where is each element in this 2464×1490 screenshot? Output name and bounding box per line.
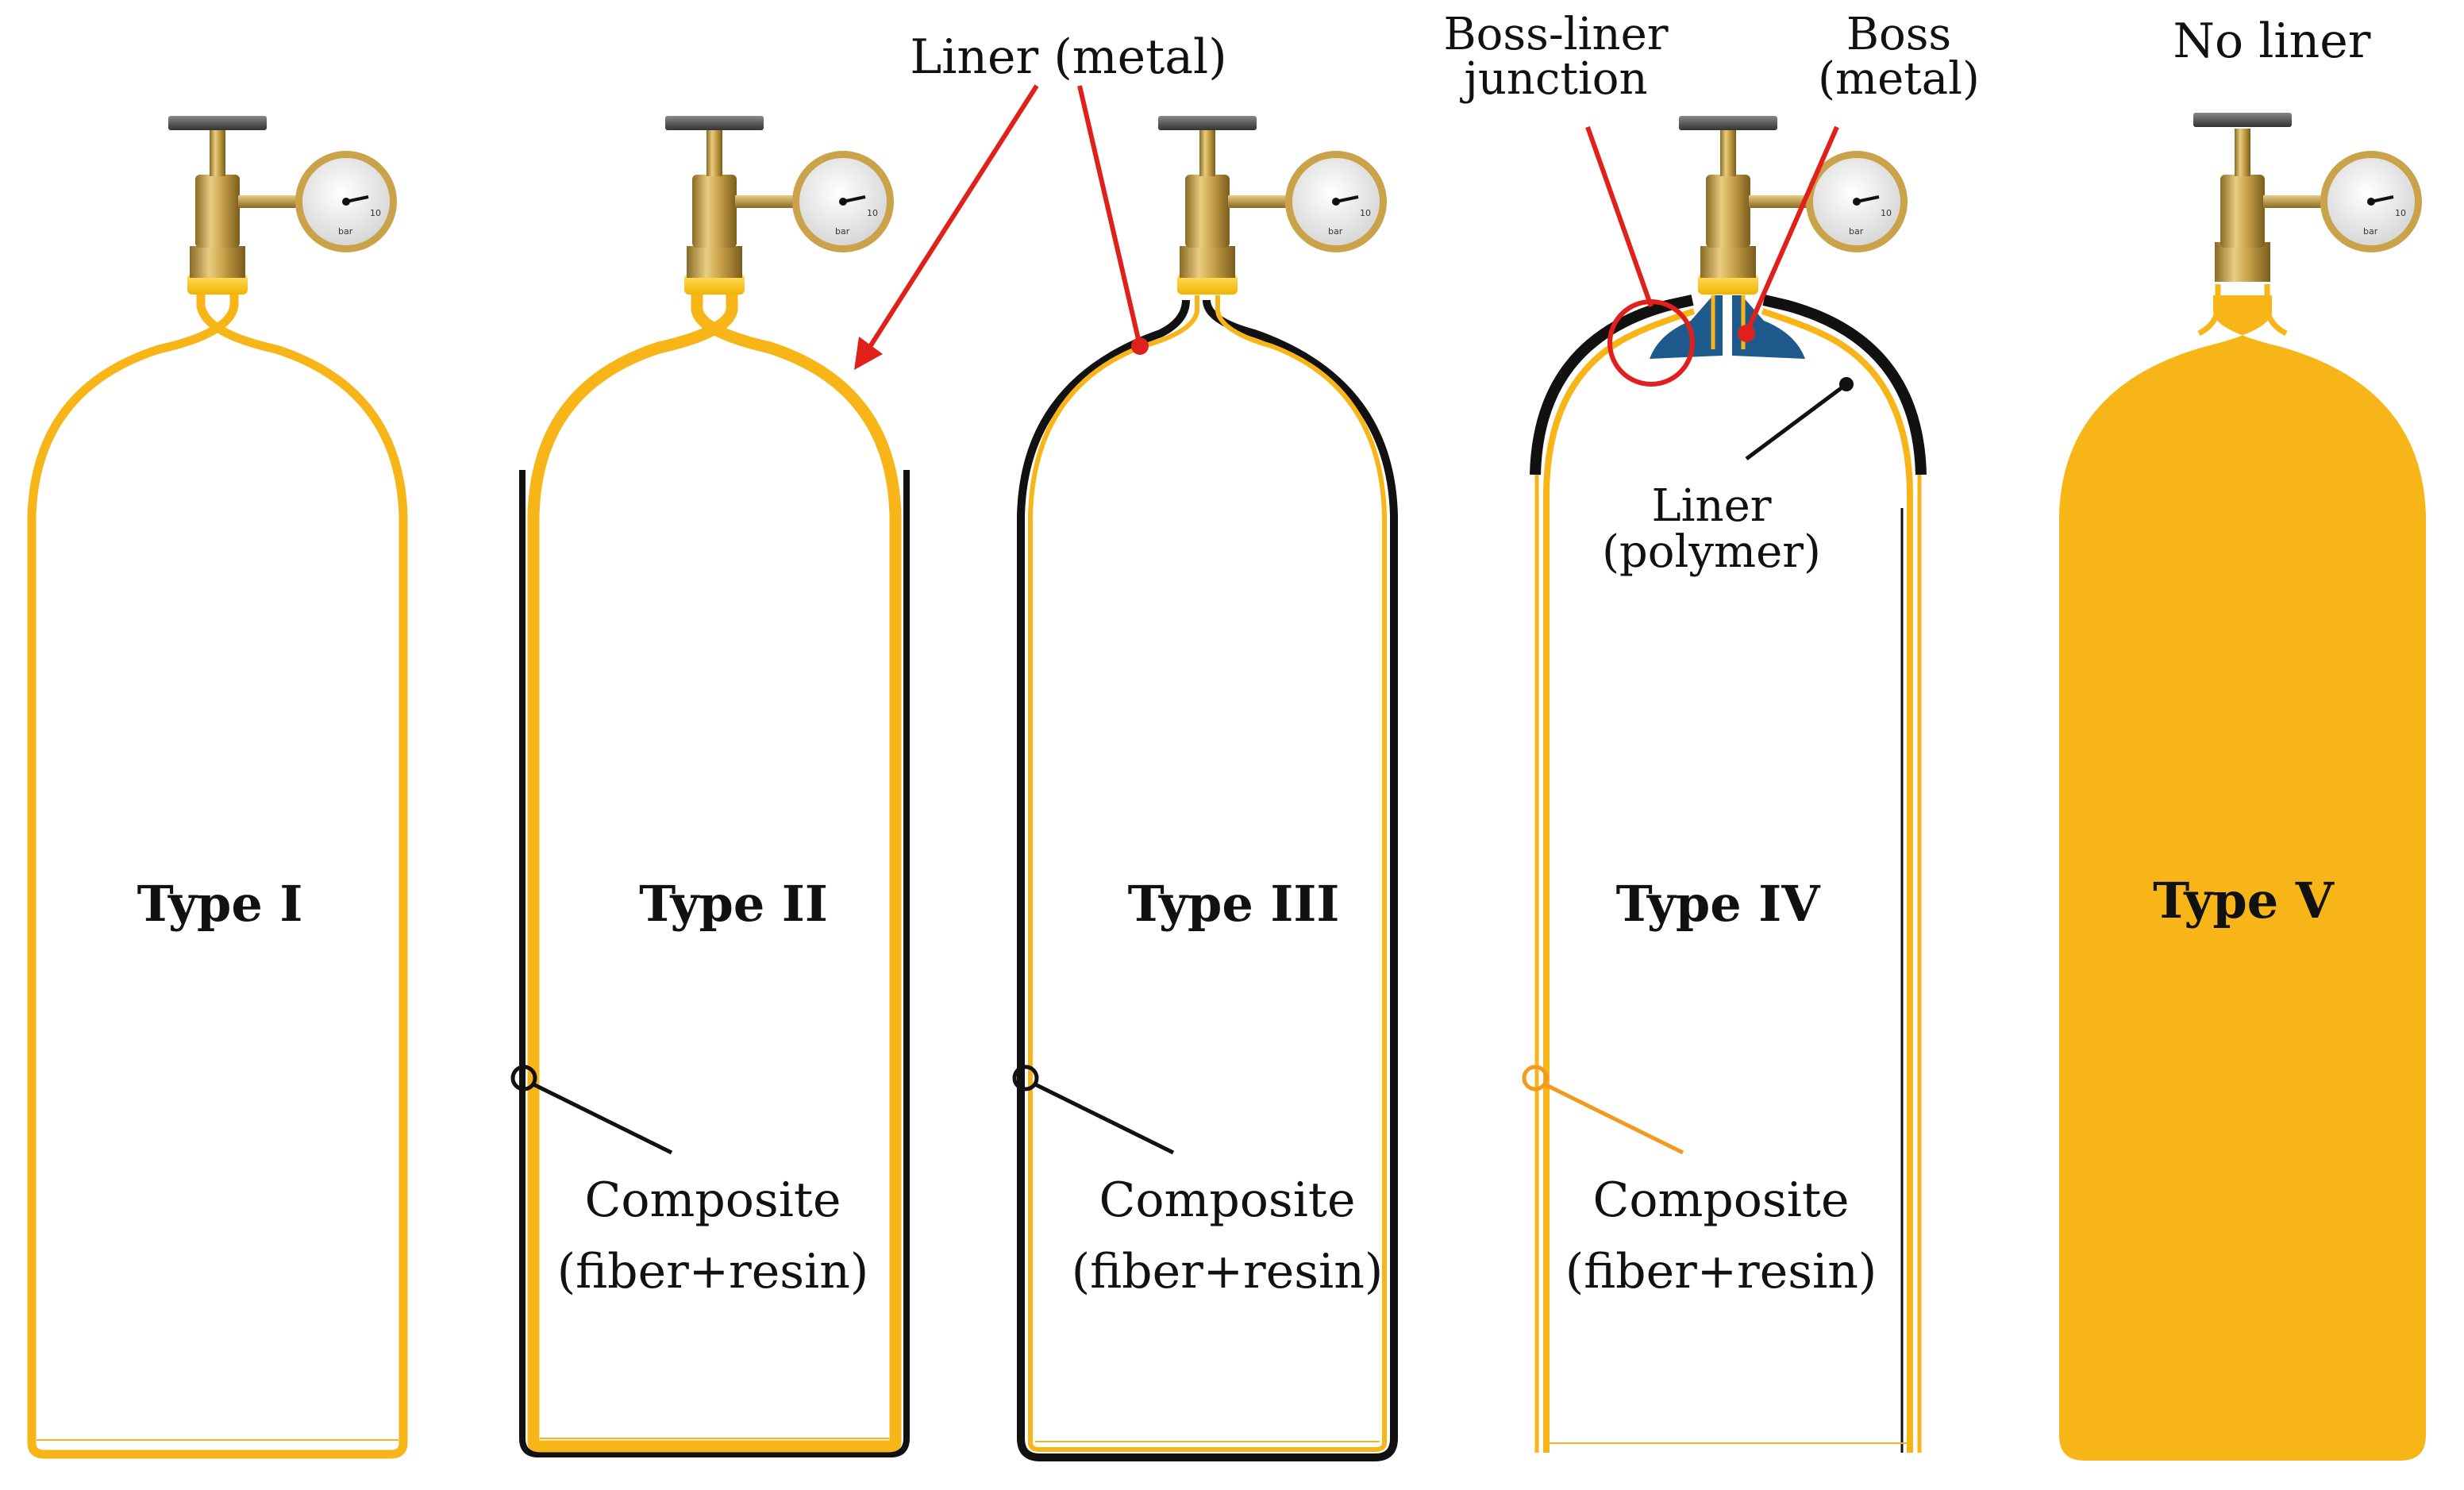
tank-2-metal-liner	[527, 294, 902, 1453]
gauge-unit-label: bar	[1328, 226, 1343, 237]
type-label-2: Type II	[639, 875, 828, 933]
tank-3-composite-wrap	[1017, 299, 1398, 1461]
label-composite-type4-line2: (fiber+resin)	[1565, 1244, 1877, 1299]
gauge-unit-label: bar	[1849, 226, 1864, 237]
type-label-1: Type I	[137, 875, 303, 933]
gauge-max-label: 10	[1881, 208, 1892, 218]
label-composite-type2-line2: (fiber+resin)	[557, 1244, 869, 1299]
type-label-3: Type III	[1128, 875, 1340, 933]
tank-type-5	[2059, 284, 2426, 1461]
gauge-unit-label: bar	[2363, 226, 2378, 237]
label-liner-metal: Liner (metal)	[910, 29, 1226, 85]
tank-4-composite-side	[1534, 475, 1922, 1453]
label-boss-line1: Boss	[1846, 9, 1951, 60]
valve-4: bar 10	[1679, 116, 1908, 295]
tank-4-boss-left	[1650, 295, 1723, 359]
tank-1-metal-wall	[27, 294, 408, 1459]
pointer-liner-metal-type2	[854, 84, 1039, 370]
label-boss-liner-line1: Boss-liner	[1443, 9, 1668, 60]
pointer-liner-polymer	[1745, 377, 1854, 461]
pointer-boss-liner-junction	[1585, 125, 1695, 387]
gauge-max-label: 10	[370, 208, 381, 218]
valve-1: bar 10	[168, 116, 397, 295]
type-label-5: Type V	[2153, 872, 2335, 930]
pointer-composite-type4	[1522, 1065, 1684, 1155]
pointer-liner-metal-type3	[1077, 85, 1149, 355]
label-no-liner: No liner	[2173, 13, 2371, 69]
tank-4-composite-dome	[1530, 295, 1927, 475]
gauge-max-label: 10	[2395, 208, 2406, 218]
label-composite-type2-line1: Composite	[584, 1172, 841, 1228]
label-boss-line2: (metal)	[1818, 53, 1980, 105]
label-liner-polymer-line1: Liner	[1651, 480, 1771, 532]
tank-4-boss-right	[1732, 295, 1805, 359]
gauge-max-label: 10	[867, 208, 878, 218]
pointer-composite-type3	[1012, 1065, 1175, 1155]
valve-3: bar 10	[1158, 116, 1387, 295]
gauge-unit-label: bar	[338, 226, 353, 237]
pointer-boss-metal	[1738, 125, 1839, 342]
tank-type-2	[519, 294, 910, 1457]
gauge-unit-label: bar	[835, 226, 850, 237]
tank-type-1	[27, 294, 408, 1459]
tank-4-polymer-liner	[1543, 308, 1913, 1453]
tank-type-4	[1530, 295, 1927, 1453]
label-boss-liner-line2: junction	[1459, 53, 1647, 105]
label-composite-type3-line2: (fiber+resin)	[1072, 1244, 1384, 1299]
valve-2: bar 10	[665, 116, 894, 295]
label-composite-type4-line1: Composite	[1592, 1172, 1849, 1228]
label-composite-type3-line1: Composite	[1099, 1172, 1355, 1228]
gauge-max-label: 10	[1360, 208, 1371, 218]
tank-5-composite-body	[2059, 295, 2426, 1461]
pointer-composite-type2	[510, 1065, 673, 1155]
valve-5: bar 10	[2193, 113, 2422, 282]
tank-2-composite-hoop	[519, 470, 910, 1457]
type-label-4: Type IV	[1616, 875, 1821, 933]
label-liner-polymer-line2: (polymer)	[1602, 526, 1821, 578]
